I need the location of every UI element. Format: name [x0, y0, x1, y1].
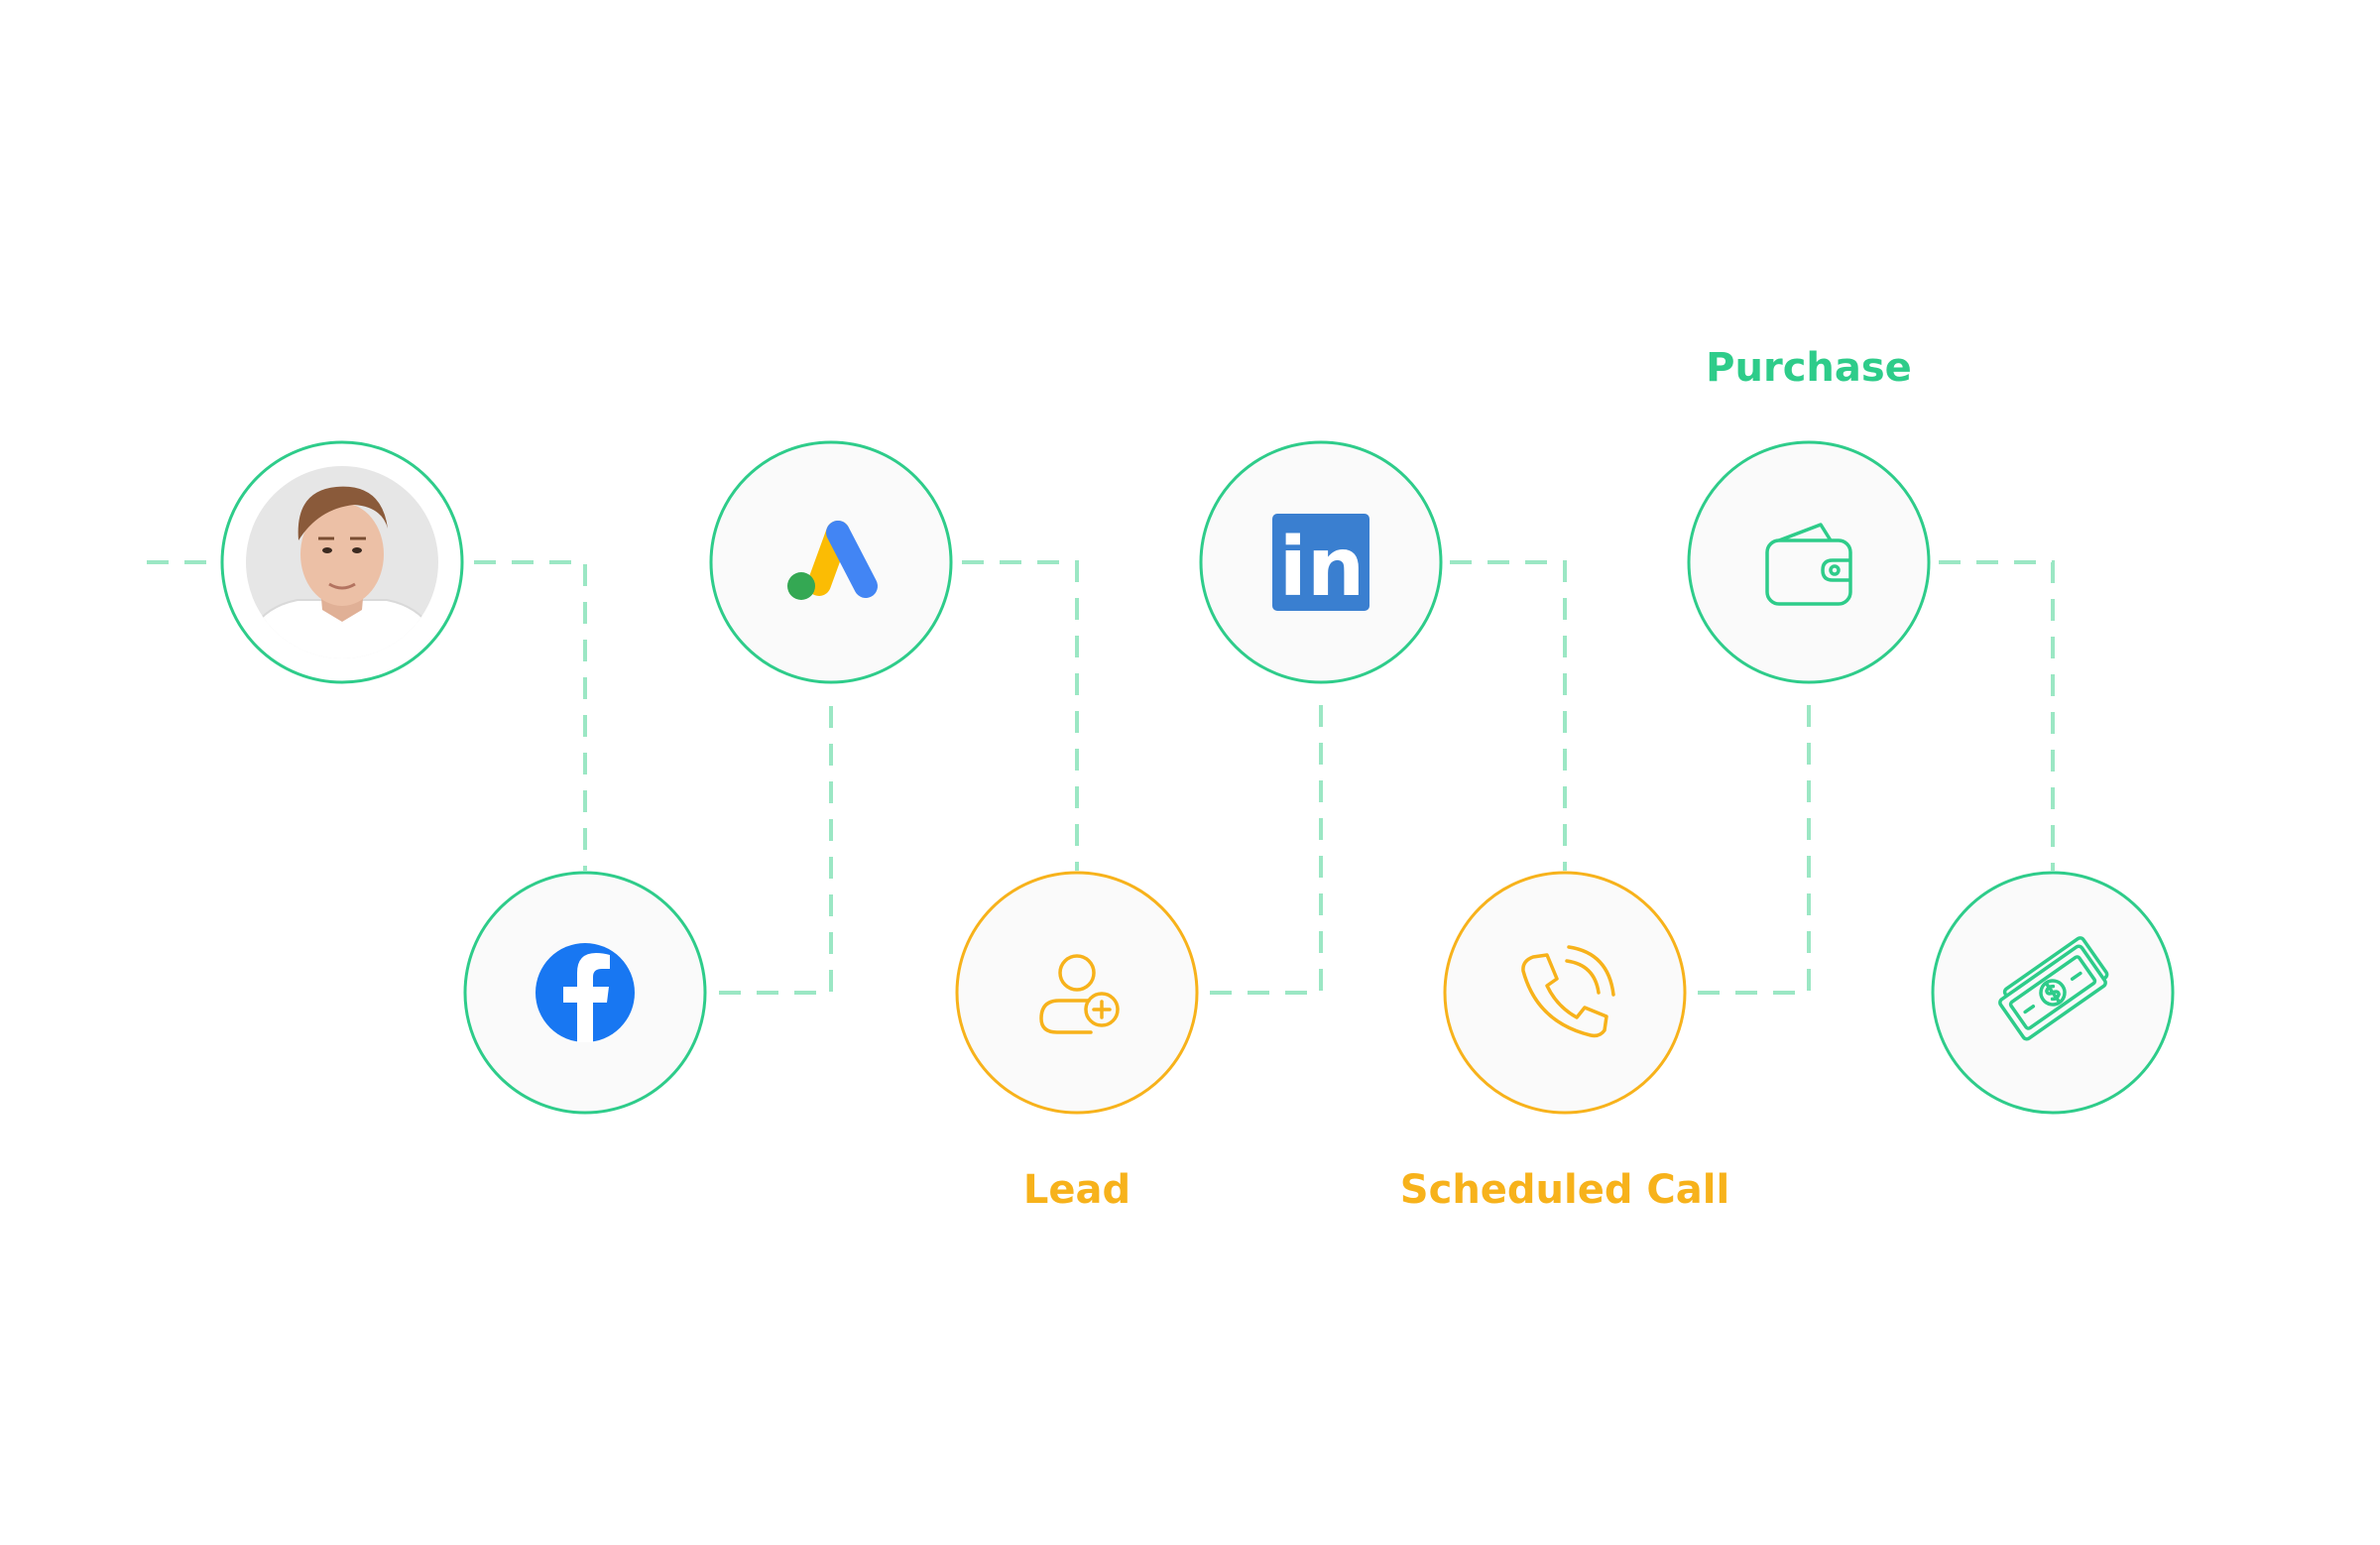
- connectors: [147, 560, 2055, 995]
- node-payment: [1931, 871, 2175, 1115]
- connector-purchase-payment: [1939, 560, 2055, 871]
- user-plus-icon: [1039, 954, 1120, 1034]
- linkedin-logo-text: in: [1279, 521, 1365, 615]
- node-linkedin: in: [1199, 440, 1443, 684]
- facebook-icon: [536, 943, 635, 1042]
- connector-lead-linkedin: [1210, 692, 1323, 995]
- label-scheduled-call: Scheduled Call: [1400, 1167, 1729, 1213]
- phone-call-icon: [1521, 945, 1615, 1038]
- node-scheduled-call: [1443, 871, 1687, 1115]
- connector-call-purchase: [1698, 692, 1811, 995]
- node-purchase: [1687, 440, 1931, 684]
- connector-facebook-ads: [719, 692, 833, 995]
- connector-linkedin-call: [1450, 560, 1567, 871]
- google-ads-icon: [787, 521, 878, 600]
- label-lead: Lead: [1023, 1167, 1130, 1213]
- connector-person-facebook: [474, 560, 587, 871]
- linkedin-icon: in: [1272, 514, 1369, 615]
- node-lead: [955, 871, 1199, 1115]
- node-facebook: [463, 871, 707, 1115]
- connector-ads-lead: [962, 560, 1079, 871]
- money-bills-icon: [1998, 936, 2109, 1041]
- wallet-icon: [1765, 523, 1852, 606]
- node-person: [220, 440, 464, 684]
- node-google-ads: [709, 440, 953, 684]
- label-purchase: Purchase: [1706, 345, 1912, 391]
